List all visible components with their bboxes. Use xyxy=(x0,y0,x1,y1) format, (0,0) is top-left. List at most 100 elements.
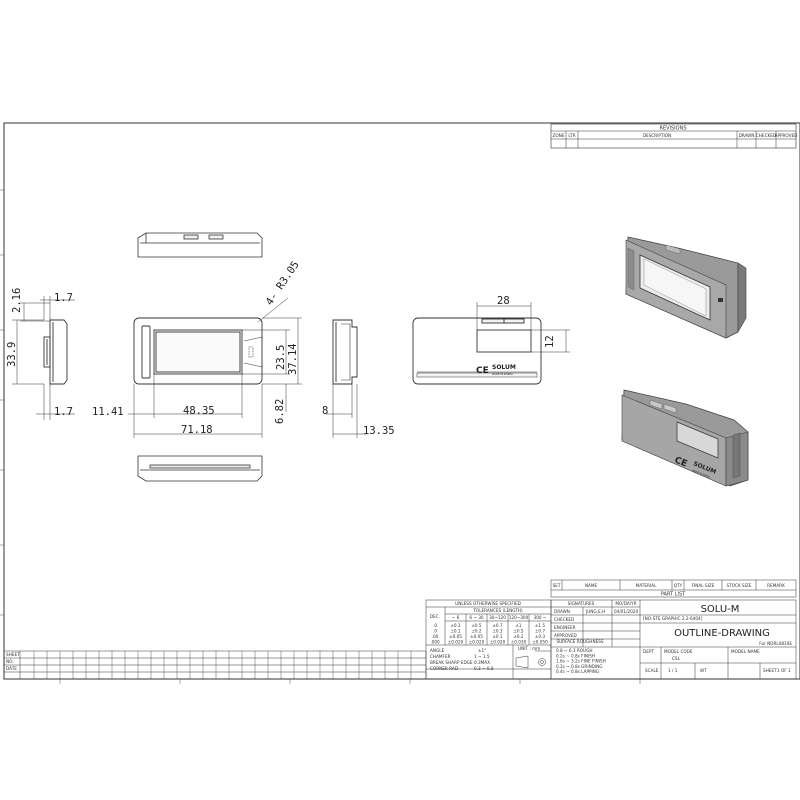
iso-brand-sub: MADE IN KOREA xyxy=(692,469,711,479)
isometric-back-render xyxy=(621,389,749,487)
tol-dec-cell: .0 xyxy=(433,623,437,628)
tb-drawn-date: 04/01/2020 xyxy=(614,609,638,614)
back-brand-sub: MADE IN KOREA xyxy=(492,372,513,376)
revisions-title: REVISIONS xyxy=(659,126,686,132)
tb-scale-value: 1 / 1 xyxy=(668,668,678,673)
tol-value-cell: ±0.7 xyxy=(492,623,503,628)
rev-header-approved: APPROVED xyxy=(775,133,798,138)
front-view xyxy=(133,317,263,385)
tol-dec-cell: .00 xyxy=(432,634,439,639)
tol-value-cell: ±1 xyxy=(515,623,522,628)
dim-right-width: 13.35 xyxy=(363,425,395,437)
tb-project: [NO-STE GRAPHIC 2.2-6404] xyxy=(643,616,703,621)
tol-value-cell: ±0.020 xyxy=(490,640,506,645)
tb-model-code-value: CSL xyxy=(672,656,681,661)
roughness-item: 0.2s ~ 0.8s FINISH xyxy=(556,653,595,658)
roughness-item: 1.6s ~ 3.2s FINE FINISH xyxy=(556,659,606,664)
tol-range-cell: 300 ~ xyxy=(534,615,547,620)
pl-header-name: NAME xyxy=(585,583,598,588)
tol-value-cell: ±0.5 xyxy=(513,629,524,634)
dim-right-depth: 8 xyxy=(322,405,328,417)
tol-value-cell: ±0.05 xyxy=(470,634,483,639)
pl-header-final-size: FINAL SIZE xyxy=(692,583,715,588)
rev-header-zone: ZONE xyxy=(553,133,565,138)
back-brand-mark: SOLUM xyxy=(492,364,516,371)
dim-total-height: 37.14 xyxy=(287,343,299,375)
tol-range-cell: 30~120 xyxy=(489,615,506,620)
dim-back-cutout-width: 28 xyxy=(497,295,510,307)
tol-range-cell: 120~300 xyxy=(509,615,529,620)
pl-header-material: MATERIAL xyxy=(636,583,657,588)
tol-corner-label: CORNER RAD xyxy=(430,666,458,671)
tol-dec-cell: .000 xyxy=(430,640,440,645)
pl-header-set: SET xyxy=(553,583,561,588)
left-strip-columns xyxy=(33,651,412,679)
tol-value-cell: ±0.050 xyxy=(532,640,548,645)
tol-value-cell: ±0.020 xyxy=(448,640,464,645)
tol-dec-cell: .0 xyxy=(433,629,437,634)
roughness-item: 0.2s ~ 0.8s GRINDING xyxy=(556,664,603,669)
tol-corner-val: 0.3 ~ 0.8 xyxy=(474,666,494,671)
left-revision-strip xyxy=(3,650,427,680)
tb-for-label: For NDRL0810E xyxy=(759,641,792,646)
strip-date-label: DATE xyxy=(6,666,17,671)
dim-left-offset: 11.41 xyxy=(92,406,124,418)
tol-break-label: BREAK SHARP EDGE xyxy=(430,660,473,665)
tb-drawn-name: JUNG,E,H xyxy=(585,609,605,614)
tb-date-header: MO/DA/YR xyxy=(615,601,636,606)
tol-angle-label: ANGLE xyxy=(430,648,445,653)
zone-ticks xyxy=(0,189,641,684)
tol-dec-label: DEC. xyxy=(430,614,440,619)
dim-side-top-height: 2.16 xyxy=(11,288,23,313)
dim-window-height: 23.5 xyxy=(275,345,287,370)
bottom-view xyxy=(137,455,263,482)
iso-ce-mark: CE xyxy=(673,456,689,470)
tol-unit-label: UNIT : mm xyxy=(518,646,540,651)
dim-bottom-offset: 6.82 xyxy=(274,399,286,424)
tol-range-cell: ~ 6 xyxy=(452,615,460,620)
tol-value-cell: ±0.2 xyxy=(513,634,524,639)
tol-value-cell: ±0.5 xyxy=(471,623,482,628)
tb-signatures: SIGNATURES xyxy=(568,601,595,606)
top-view xyxy=(137,232,263,258)
back-view xyxy=(412,317,542,385)
back-ce-mark: CE xyxy=(476,366,489,376)
tol-value-cell: ±0.030 xyxy=(511,640,527,645)
tb-dept-label: DEPT xyxy=(643,649,654,654)
tb-checked-label: CHECKED xyxy=(554,617,574,622)
tb-sheet-value: 1 OF 1 xyxy=(777,668,791,673)
rev-header-description: DESCRIPTION xyxy=(643,133,671,138)
dim-total-width: 71.18 xyxy=(181,424,213,436)
tol-break-val: 0.3MAX xyxy=(474,660,490,665)
part-list-title: PART LIST xyxy=(661,592,686,598)
tb-drawing-title: OUTLINE-DRAWING xyxy=(674,628,770,639)
tb-wt-label: WT xyxy=(700,668,707,673)
tol-range-cell: 6 ~ 30 xyxy=(469,615,483,620)
right-side-view xyxy=(332,319,358,385)
tb-engineer-label: ENGINEER xyxy=(554,625,576,630)
title-block xyxy=(550,599,797,680)
tb-model-code-label: MODEL CODE xyxy=(664,649,693,654)
rev-header-drawn: DRAWN xyxy=(739,133,755,138)
tb-scale-label: SCALE xyxy=(645,668,659,673)
tol-rows: .0±0.3±0.5±0.7±1±1.5.0±0.1±0.2±0.3±0.5±0… xyxy=(430,623,548,645)
tol-unit-symbol xyxy=(515,655,546,669)
part-list-table xyxy=(550,579,797,598)
tol-value-cell: ±0.3 xyxy=(492,629,503,634)
tol-value-cell: ±0.1 xyxy=(492,634,503,639)
isometric-front-render xyxy=(625,236,747,339)
tol-value-cell: ±1.5 xyxy=(535,623,546,628)
tol-value-cell: ±0.05 xyxy=(449,634,462,639)
tol-title: UNLESS OTHERWISE SPECIFIED xyxy=(455,601,521,606)
tol-chamfer-val: 1 ~ 1.5 xyxy=(474,654,490,659)
strip-no-label: NO. xyxy=(6,659,14,664)
tol-chamfer-label: CHAMFER xyxy=(430,654,451,659)
dim-window-width: 48.35 xyxy=(183,405,215,417)
dim-back-cutout-height: 12 xyxy=(544,335,556,348)
tol-value-cell: ±0.2 xyxy=(471,629,482,634)
roughness-label: SURFACE ROUGHNESS xyxy=(556,639,603,644)
tb-model-name-label: MODEL NAME xyxy=(731,649,760,654)
dim-side-height: 33.9 xyxy=(6,342,18,367)
